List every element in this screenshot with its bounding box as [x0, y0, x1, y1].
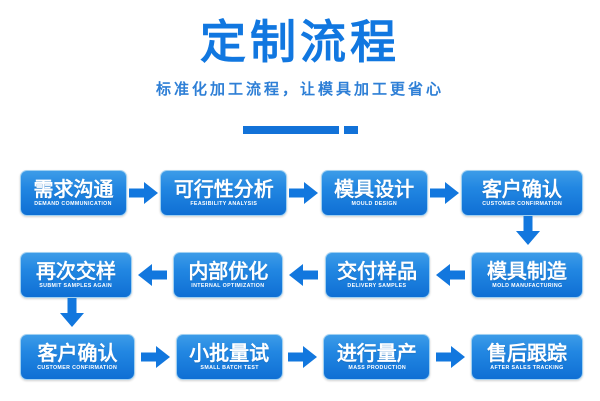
flow-node-label-en: AFTER SALES TRACKING — [490, 365, 564, 371]
connector-row1-to-row2-arrow-down-icon — [515, 216, 541, 246]
page-title: 定制流程 — [200, 15, 400, 69]
flow-node-label-cn: 可行性分析 — [173, 177, 274, 201]
flow-node-label-en: CUSTOMER CONFIRMATION — [481, 201, 562, 207]
flow-node-label-cn: 模具制造 — [486, 259, 567, 283]
page-subtitle: 标准化加工流程，让模具加工更省心 — [155, 80, 444, 98]
divider-bar — [242, 126, 339, 134]
arrow-right-icon — [436, 345, 466, 369]
flow-node-label-cn: 小批量试 — [189, 341, 270, 365]
flow-node-label-en: SMALL BATCH TEST — [199, 365, 259, 371]
flow-node-label-cn: 客户确认 — [37, 341, 118, 365]
flow-node-label-en: DELIVERY SAMPLES — [347, 283, 407, 289]
flow-node-label-en: INTERNAL OPTIMIZATION — [191, 283, 265, 289]
flow-node-label-en: MASS PRODUCTION — [347, 365, 406, 371]
flow-node-label-cn: 客户确认 — [481, 177, 562, 201]
flow-node-label-cn: 进行量产 — [336, 341, 417, 365]
arrow-right-icon — [288, 345, 318, 369]
flow-node-label-en: FEASIBILITY ANALYSIS — [190, 201, 258, 207]
flow-node-label-en: MOLD MANUFACTURING — [491, 283, 563, 289]
flow-node-label-en: SUBMIT SAMPLES AGAIN — [39, 283, 113, 289]
arrow-left-icon — [435, 263, 465, 287]
flow-node-label-cn: 售后跟踪 — [486, 341, 567, 365]
flow-node-label-en: CUSTOMER CONFIRMATION — [37, 365, 118, 371]
flow-node-label-cn: 交付样品 — [337, 259, 418, 283]
title-divider — [0, 126, 600, 134]
flow-node-label-cn: 内部优化 — [188, 259, 269, 283]
flow-node-label-en: DEMAND COMMUNICATION — [34, 201, 113, 207]
header: 定制流程 标准化加工流程，让模具加工更省心 — [0, 0, 600, 98]
flow-node-label-cn: 需求沟通 — [33, 177, 114, 201]
arrow-right-icon — [289, 181, 319, 205]
arrow-left-icon — [289, 263, 319, 287]
divider-square — [343, 126, 358, 134]
connector-row2-to-row3-arrow-down-icon — [59, 298, 85, 328]
arrow-right-icon — [140, 345, 170, 369]
arrow-right-icon — [129, 181, 159, 205]
arrow-right-icon — [429, 181, 459, 205]
flow-node-label-cn: 再次交样 — [36, 259, 116, 283]
flow-node-label-en: MOULD DESIGN — [351, 201, 397, 207]
arrow-left-icon — [138, 263, 168, 287]
flow-node-label-cn: 模具设计 — [334, 177, 415, 201]
